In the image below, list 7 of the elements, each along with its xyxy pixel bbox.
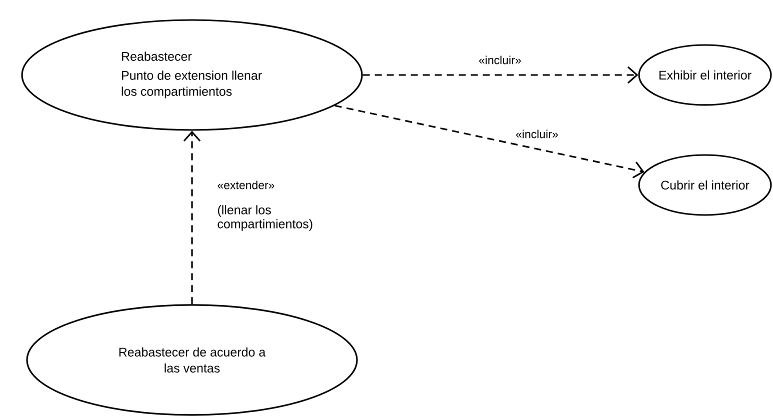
dashed-arrow: [362, 66, 638, 84]
edge-label: «incluir»: [478, 54, 522, 66]
dashed-arrow: [183, 130, 201, 304]
edge-label: «incluir»: [514, 128, 560, 140]
edge-label: «extender»: [216, 180, 276, 190]
dashed-arrow: [334, 104, 644, 178]
condition-note: (llenar los compartimientos): [216, 204, 324, 232]
